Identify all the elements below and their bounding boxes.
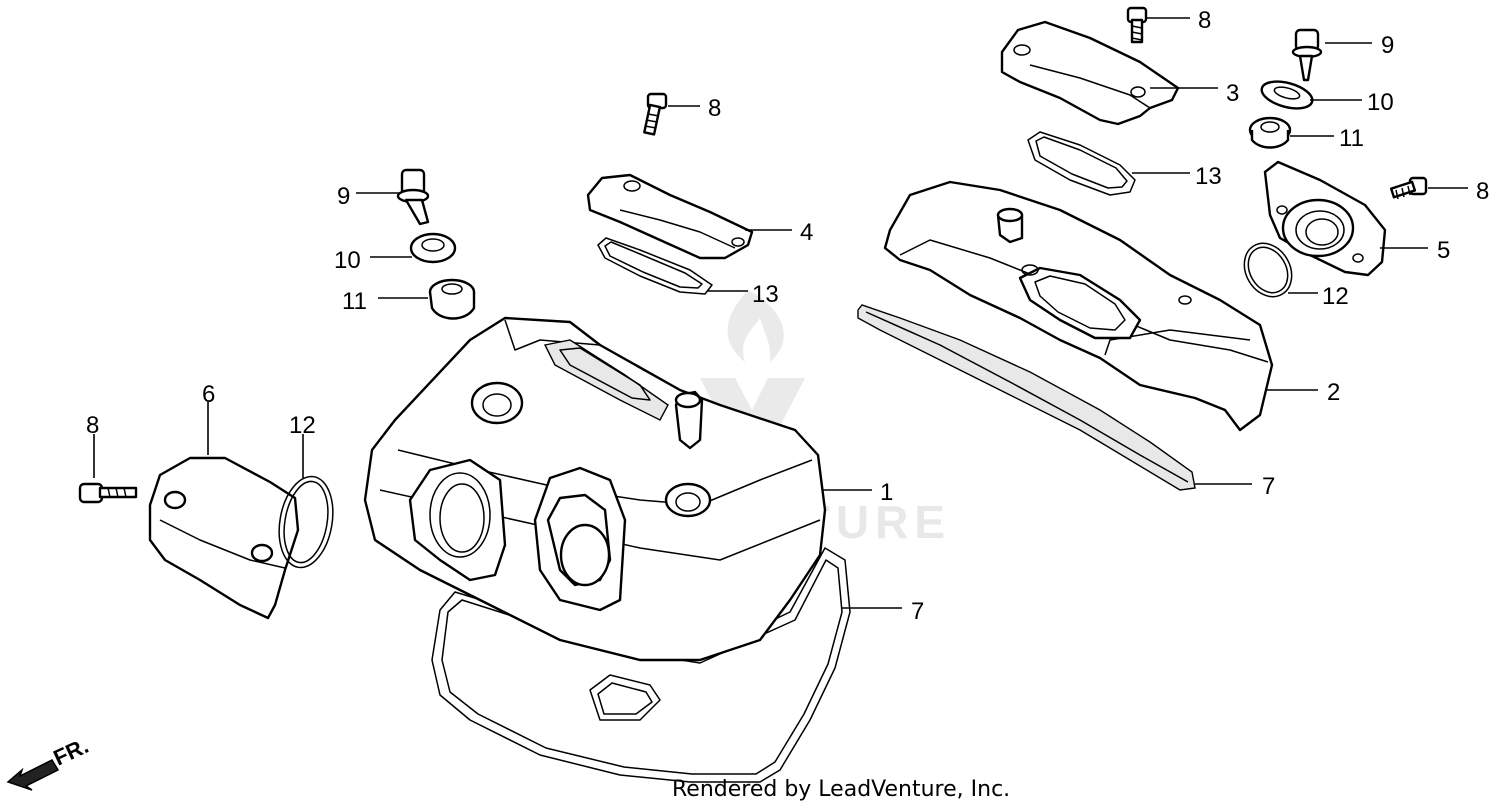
callout-label-c11a: 11 xyxy=(1339,125,1364,152)
bolt-part-8-middle xyxy=(643,92,668,136)
washer-part-10-left xyxy=(409,232,457,264)
callout-label-c1: 1 xyxy=(880,479,893,506)
render-credit: Rendered by LeadVenture, Inc. xyxy=(672,777,1010,802)
cylinder-head-cover-part-1 xyxy=(363,316,827,662)
callout-label-c13a: 13 xyxy=(1195,163,1222,190)
cover-cap-part-4 xyxy=(586,173,754,260)
bolt-part-8-left xyxy=(78,482,138,504)
callout-label-c12a: 12 xyxy=(1322,283,1349,310)
callout-label-c2: 2 xyxy=(1327,379,1340,406)
o-ring-part-12-left xyxy=(278,475,334,569)
callout-label-c10a: 10 xyxy=(1367,89,1394,116)
callout-label-c5: 5 xyxy=(1437,237,1450,264)
cylinder-head-cover-part-2 xyxy=(883,180,1274,432)
bolt-part-8-top-right xyxy=(1126,6,1148,44)
callout-label-c8b: 8 xyxy=(708,95,721,122)
seal-ring-part-13-upper xyxy=(1027,131,1136,196)
callout-label-c10b: 10 xyxy=(334,247,361,274)
callout-label-c7b: 7 xyxy=(911,598,924,625)
cover-cap-part-6 xyxy=(148,456,300,620)
callout-label-c11b: 11 xyxy=(342,288,367,315)
callout-label-c9a: 9 xyxy=(1381,32,1394,59)
callout-label-c4: 4 xyxy=(800,219,813,246)
grommet-part-11-left xyxy=(428,278,476,320)
o-ring-part-12-right xyxy=(1243,242,1293,298)
callout-label-c8a: 8 xyxy=(1198,7,1211,34)
callout-label-c8d: 8 xyxy=(86,412,99,439)
grommet-part-11-right xyxy=(1248,116,1292,149)
cover-cap-part-3 xyxy=(1000,20,1180,126)
front-direction-label: FR. xyxy=(50,733,93,771)
callout-label-c8c: 8 xyxy=(1476,178,1489,205)
washer-part-10-right xyxy=(1260,80,1314,110)
gasket-part-7-upper xyxy=(857,304,1196,491)
callout-label-c7a: 7 xyxy=(1262,473,1275,500)
seal-ring-part-13-middle xyxy=(597,237,713,295)
bolt-part-9-left xyxy=(396,168,430,226)
cover-cap-part-5 xyxy=(1263,160,1387,277)
callout-label-c13b: 13 xyxy=(752,281,779,308)
callout-label-c12b: 12 xyxy=(289,412,316,439)
callout-label-c6: 6 xyxy=(202,381,215,408)
callout-label-c3: 3 xyxy=(1226,80,1239,107)
bolt-part-8-right xyxy=(1389,176,1428,200)
bolt-part-9-right xyxy=(1291,28,1323,82)
callout-label-c9b: 9 xyxy=(337,183,350,210)
front-direction-arrow-icon xyxy=(6,759,60,791)
